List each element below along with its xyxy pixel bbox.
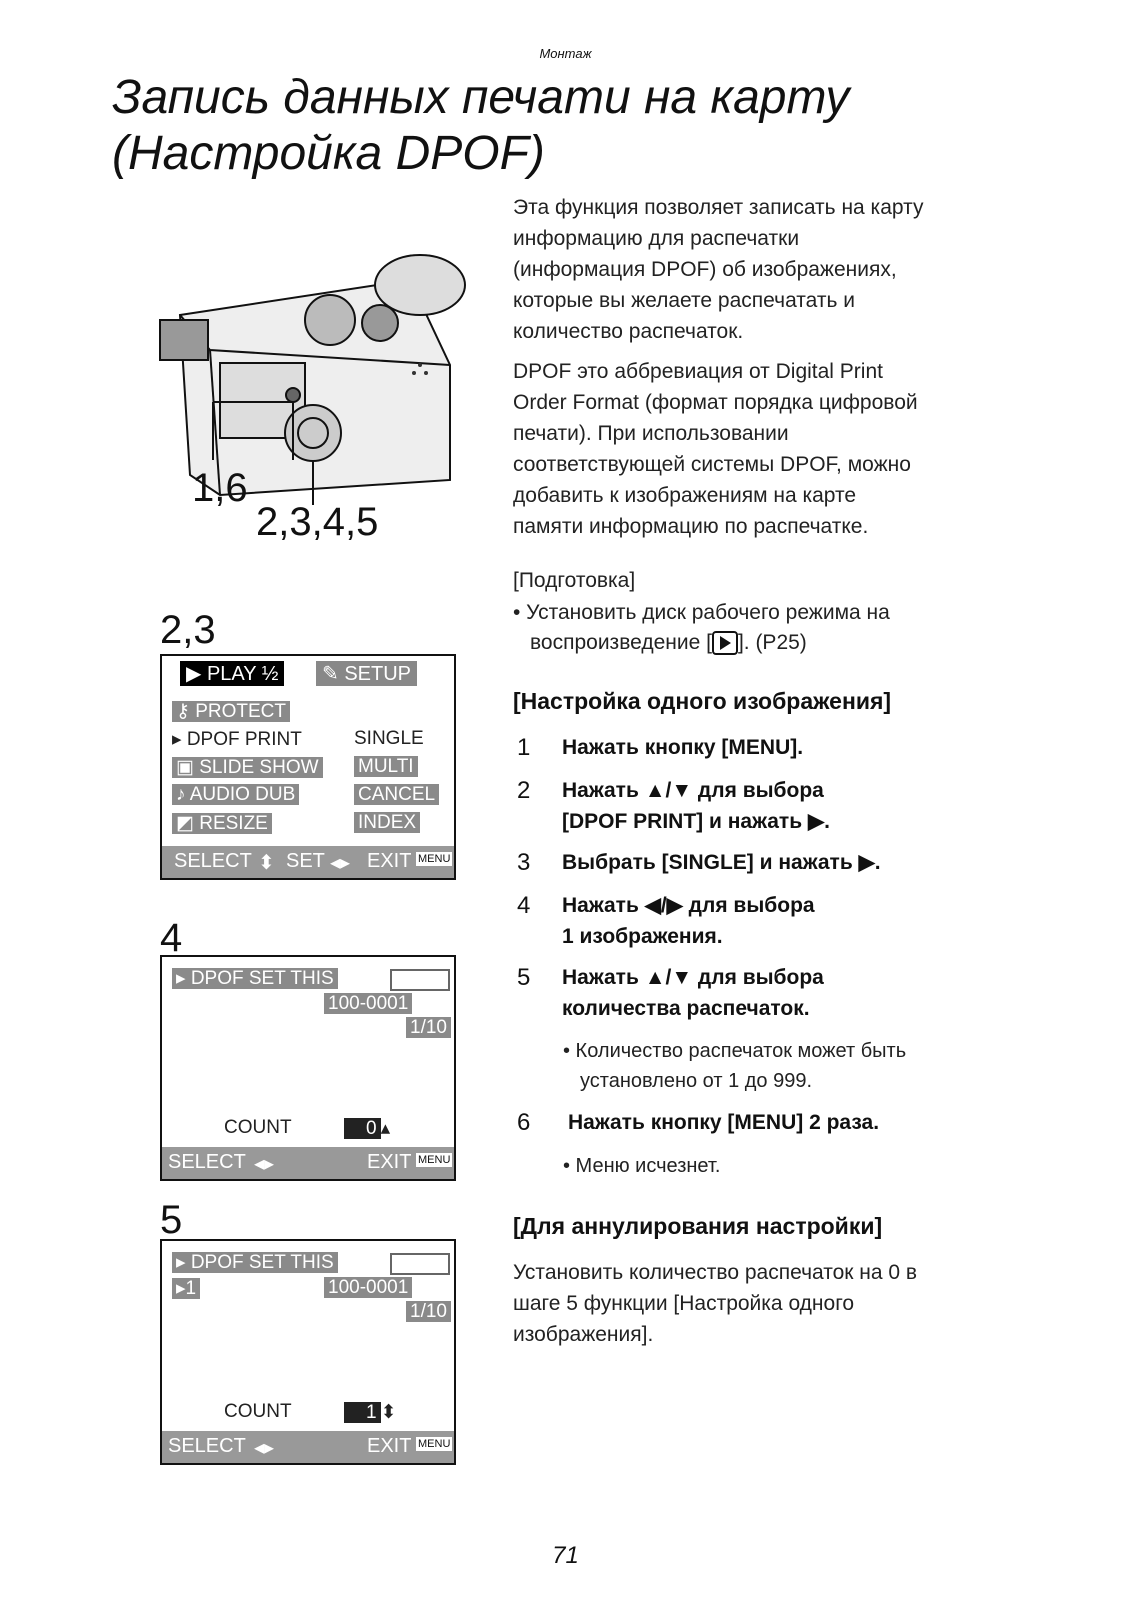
leftright-icon: ◂▸ bbox=[330, 852, 351, 874]
screen-2-number: 4 bbox=[160, 916, 183, 960]
page-number: 71 bbox=[552, 1542, 579, 1569]
option-cancel[interactable]: CANCEL bbox=[354, 784, 440, 806]
prep-label: [Подготовка] bbox=[513, 569, 636, 592]
menu-item-slide-show[interactable]: ▣ SLIDE SHOW bbox=[172, 756, 323, 779]
title-line-2: (Настройка DPOF) bbox=[112, 127, 545, 180]
dpof-screen-count-0: ▸ DPOF SET THIS 100-0001 1/10 COUNT 0▴ S… bbox=[160, 955, 456, 1181]
menu-screen: ▶ PLAY ½ ✎ SETUP ⚷ PROTECT ▸ DPOF PRINT … bbox=[160, 654, 456, 880]
count-value[interactable]: 0▴ bbox=[344, 1117, 390, 1140]
count-value[interactable]: 1⬍ bbox=[344, 1401, 397, 1424]
updown-icon: ⬍ bbox=[258, 852, 275, 874]
print-icon: ▸ bbox=[176, 1252, 191, 1273]
print-icon: ▸ bbox=[176, 968, 191, 989]
prep-bullet: • Установить диск рабочего режима на bbox=[513, 601, 890, 624]
up-arrow-icon: ▴ bbox=[380, 1118, 391, 1139]
print-icon: ▸ bbox=[176, 1278, 186, 1299]
camera-illustration bbox=[159, 254, 466, 505]
dpof-title: ▸ DPOF SET THIS bbox=[172, 967, 338, 990]
count-label: COUNT bbox=[224, 1401, 292, 1422]
key-icon: ⚷ bbox=[176, 701, 196, 722]
page-title: Запись данных печати на карту (Настройка… bbox=[112, 70, 849, 182]
dpof-footer: SELECT ◂▸ EXIT MENU bbox=[162, 1147, 454, 1179]
print-icon: ▸ bbox=[172, 729, 187, 750]
frame-counter: 1/10 bbox=[406, 1301, 451, 1323]
menu-item-protect[interactable]: ⚷ PROTECT bbox=[172, 700, 290, 723]
menu-item-audio-dub[interactable]: ♪ AUDIO DUB bbox=[172, 784, 300, 806]
option-index[interactable]: INDEX bbox=[354, 812, 421, 834]
wrench-icon: ✎ bbox=[322, 663, 345, 685]
cancel-heading: [Для аннулирования настройки] bbox=[513, 1213, 883, 1239]
option-single[interactable]: SINGLE bbox=[354, 728, 424, 749]
count-label: COUNT bbox=[224, 1117, 292, 1138]
tab-setup[interactable]: ✎ SETUP bbox=[316, 661, 418, 686]
dpof-definition: DPOF это аббревиация от Digital Print Or… bbox=[513, 360, 918, 538]
screen-1-number: 2,3 bbox=[160, 608, 216, 652]
dpof-title: ▸ DPOF SET THIS bbox=[172, 1251, 338, 1274]
file-number: 100-0001 bbox=[324, 1277, 413, 1299]
screen-3-number: 5 bbox=[160, 1198, 183, 1242]
step-6-note: • Меню исчезнет. bbox=[563, 1155, 721, 1177]
intro-paragraph: Эта функция позволяет записать на карту … bbox=[513, 196, 924, 343]
section-label: Монтаж bbox=[539, 46, 592, 61]
leftright-icon: ◂▸ bbox=[254, 1153, 275, 1175]
slideshow-icon: ▣ bbox=[176, 757, 200, 778]
play-icon bbox=[711, 631, 738, 656]
frame-counter: 1/10 bbox=[406, 1017, 451, 1039]
menu-footer: SELECT ⬍ SET ◂▸ EXIT MENU bbox=[162, 846, 454, 878]
single-heading: [Настройка одного изображения] bbox=[513, 688, 892, 714]
battery-icon bbox=[390, 969, 450, 991]
option-multi[interactable]: MULTI bbox=[354, 756, 418, 778]
menu-item-resize[interactable]: ◩ RESIZE bbox=[172, 812, 272, 835]
tab-play[interactable]: ▶ PLAY ½ bbox=[180, 661, 285, 686]
callout-label-2: 2,3,4,5 bbox=[256, 500, 379, 544]
updown-arrow-icon: ⬍ bbox=[380, 1402, 397, 1423]
dpof-footer: SELECT ◂▸ EXIT MENU bbox=[162, 1431, 454, 1463]
prep-bullet-line2: воспроизведение []. (P25) bbox=[530, 631, 807, 656]
callout-label-1: 1,6 bbox=[192, 466, 248, 510]
cancel-paragraph: Установить количество распечаток на 0 в … bbox=[513, 1261, 918, 1346]
dpof-screen-count-1: ▸ DPOF SET THIS ▸1 100-0001 1/10 COUNT 1… bbox=[160, 1239, 456, 1465]
title-line-1: Запись данных печати на карту bbox=[112, 71, 850, 124]
play-icon: ▶ bbox=[186, 663, 207, 685]
file-number: 100-0001 bbox=[324, 993, 413, 1015]
resize-icon: ◩ bbox=[176, 813, 200, 834]
dpof-mark: ▸1 bbox=[172, 1277, 201, 1300]
menu-item-dpof-print[interactable]: ▸ DPOF PRINT bbox=[172, 729, 302, 750]
mic-icon: ♪ bbox=[176, 784, 190, 805]
step-5-note: • Количество распечаток может быть устан… bbox=[563, 1040, 907, 1092]
leftright-icon: ◂▸ bbox=[254, 1437, 275, 1459]
battery-icon bbox=[390, 1253, 450, 1275]
